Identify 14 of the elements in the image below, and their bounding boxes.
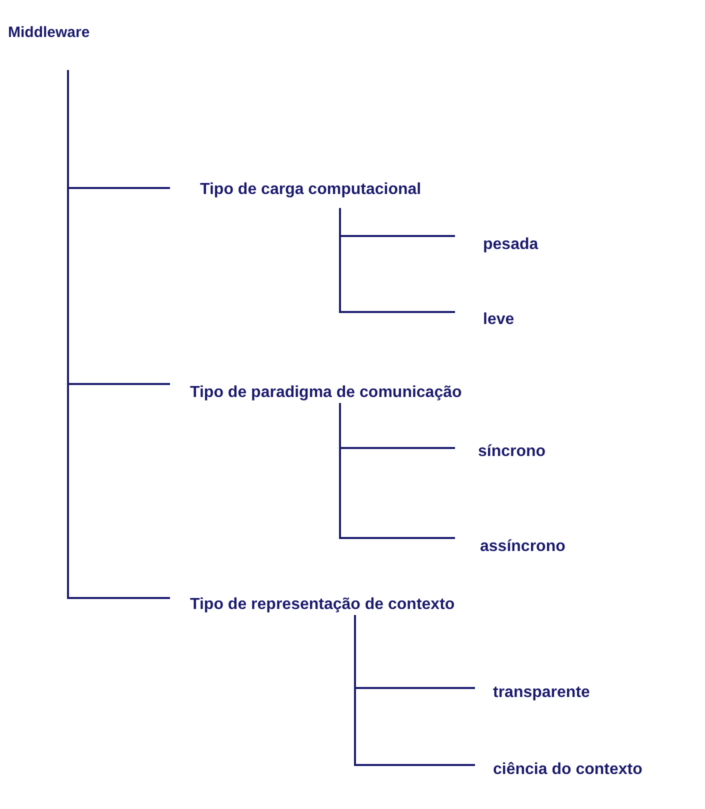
tree-label: leve	[483, 311, 514, 329]
tree-connector	[339, 403, 455, 539]
tree-label: pesada	[483, 236, 538, 254]
tree-label: Tipo de paradigma de comunicação	[190, 384, 462, 402]
tree-label: assíncrono	[480, 538, 566, 556]
tree-label: Tipo de representação de contexto	[190, 596, 455, 614]
tree-label: Tipo de carga computacional	[200, 181, 422, 199]
root-label: Middleware	[8, 24, 90, 42]
tree-label: ciência do contexto	[493, 761, 642, 779]
tree-connector	[354, 615, 475, 766]
tree-label: transparente	[493, 684, 590, 702]
tree-label: síncrono	[478, 443, 546, 461]
tree-connector	[339, 208, 455, 313]
tree-connector	[67, 70, 170, 599]
